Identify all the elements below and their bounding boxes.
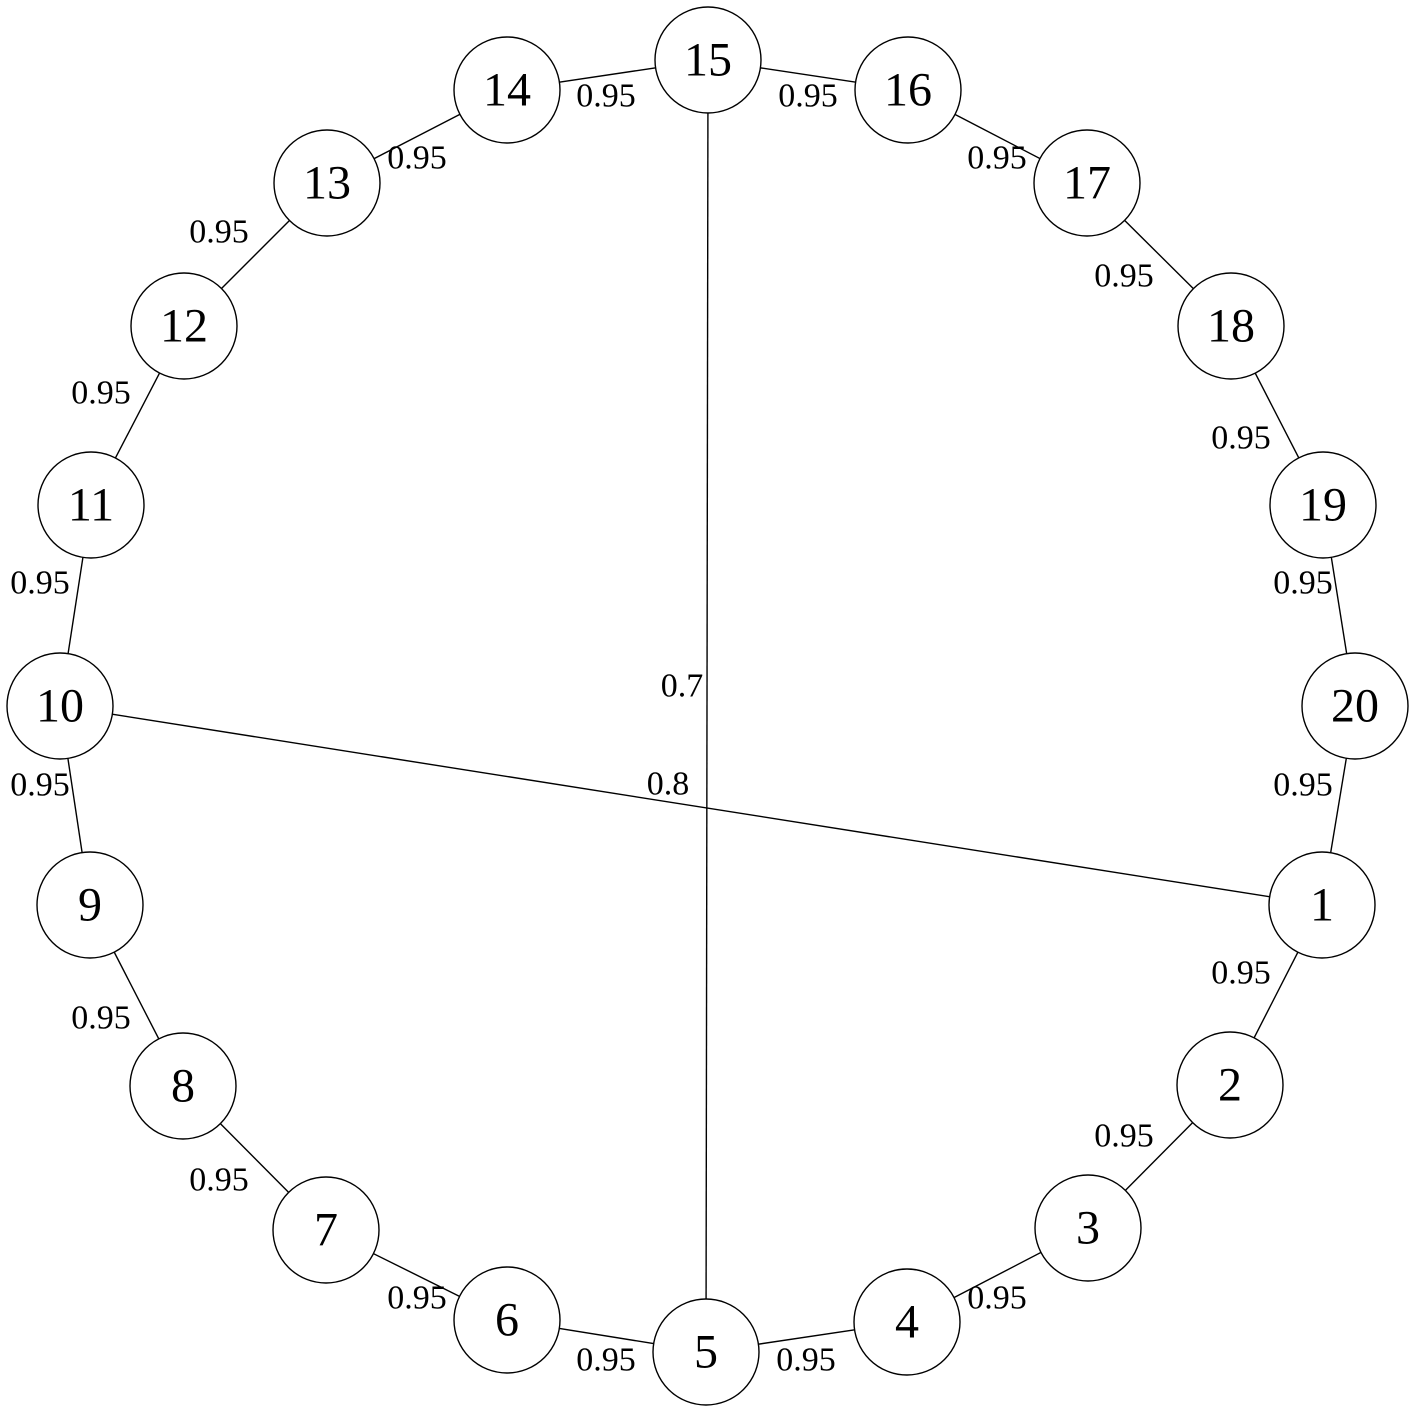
edge-weight-label-17-18: 0.95 bbox=[1094, 258, 1154, 295]
node-circle-2 bbox=[1176, 1031, 1284, 1139]
edge-10-1 bbox=[59, 705, 1323, 906]
edge-weight-label-7-8: 0.95 bbox=[189, 1162, 249, 1199]
node-circle-13 bbox=[273, 129, 381, 237]
node-circle-10 bbox=[6, 652, 114, 760]
edge-weight-label-10-11: 0.95 bbox=[10, 565, 70, 602]
node-14: 14 bbox=[453, 36, 561, 144]
node-label-20: 20 bbox=[1331, 680, 1379, 733]
edge-weight-label-5-6: 0.95 bbox=[576, 1342, 636, 1379]
edge-label-layer: 0.95 0.95 0.95 0.95 0.95 0.95 0.95 0.95 0.95 0.95… bbox=[10, 78, 1333, 1379]
edge-weight-label-6-7: 0.95 bbox=[387, 1280, 447, 1317]
node-circle-12 bbox=[130, 272, 238, 380]
edge-15-5 bbox=[705, 59, 709, 1353]
node-circle-9 bbox=[36, 851, 144, 959]
node-circle-14 bbox=[453, 36, 561, 144]
node-label-1: 1 bbox=[1310, 879, 1334, 932]
node-circle-7 bbox=[272, 1176, 380, 1284]
edge-weight-label-18-19: 0.95 bbox=[1211, 420, 1271, 457]
node-18: 18 bbox=[1177, 272, 1285, 380]
edge-weight-label-13-14: 0.95 bbox=[387, 140, 447, 177]
node-label-3: 3 bbox=[1076, 1202, 1100, 1255]
node-label-4: 4 bbox=[895, 1296, 919, 1349]
edge-weight-label-20-1: 0.95 bbox=[1273, 767, 1333, 804]
node-label-14: 14 bbox=[483, 64, 531, 117]
node-16: 16 bbox=[854, 36, 962, 144]
node-label-2: 2 bbox=[1218, 1059, 1242, 1112]
node-circle-6 bbox=[453, 1266, 561, 1374]
node-label-5: 5 bbox=[694, 1326, 718, 1379]
node-15: 15 bbox=[654, 6, 762, 114]
edge-weight-label-3-4: 0.95 bbox=[967, 1280, 1027, 1317]
node-label-18: 18 bbox=[1207, 300, 1255, 353]
node-12: 12 bbox=[130, 272, 238, 380]
node-17: 17 bbox=[1033, 129, 1141, 237]
edge-layer bbox=[59, 59, 1356, 1353]
node-label-10: 10 bbox=[36, 680, 84, 733]
node-circle-3 bbox=[1034, 1174, 1142, 1282]
node-label-6: 6 bbox=[495, 1294, 519, 1347]
node-circle-17 bbox=[1033, 129, 1141, 237]
edge-weight-label-1-2: 0.95 bbox=[1211, 955, 1271, 992]
node-label-17: 17 bbox=[1063, 157, 1111, 210]
node-19: 19 bbox=[1269, 451, 1377, 559]
edge-weight-label-12-13: 0.95 bbox=[189, 214, 249, 251]
node-1: 1 bbox=[1268, 851, 1376, 959]
edge-weight-label-11-12: 0.95 bbox=[71, 375, 131, 412]
node-label-13: 13 bbox=[303, 157, 351, 210]
node-circle-8 bbox=[129, 1032, 237, 1140]
edge-weight-label-9-10: 0.95 bbox=[10, 767, 70, 804]
node-3: 3 bbox=[1034, 1174, 1142, 1282]
node-circle-19 bbox=[1269, 451, 1377, 559]
node-7: 7 bbox=[272, 1176, 380, 1284]
node-circle-16 bbox=[854, 36, 962, 144]
node-13: 13 bbox=[273, 129, 381, 237]
node-label-8: 8 bbox=[171, 1060, 195, 1113]
node-circle-1 bbox=[1268, 851, 1376, 959]
edge-weight-label-8-9: 0.95 bbox=[71, 1000, 131, 1037]
node-4: 4 bbox=[853, 1268, 961, 1376]
node-9: 9 bbox=[36, 851, 144, 959]
edge-weight-label-2-3: 0.95 bbox=[1094, 1118, 1154, 1155]
node-11: 11 bbox=[37, 451, 145, 559]
edge-weight-label-15-5: 0.7 bbox=[661, 668, 704, 705]
node-5: 5 bbox=[652, 1298, 760, 1406]
node-2: 2 bbox=[1176, 1031, 1284, 1139]
node-10: 10 bbox=[6, 652, 114, 760]
node-8: 8 bbox=[129, 1032, 237, 1140]
node-label-19: 19 bbox=[1299, 479, 1347, 532]
node-6: 6 bbox=[453, 1266, 561, 1374]
edge-weight-label-15-16: 0.95 bbox=[778, 78, 838, 115]
node-label-12: 12 bbox=[160, 300, 208, 353]
edge-weight-label-19-20: 0.95 bbox=[1273, 565, 1333, 602]
node-label-11: 11 bbox=[68, 479, 114, 532]
node-circle-5 bbox=[652, 1298, 760, 1406]
node-circle-18 bbox=[1177, 272, 1285, 380]
node-20: 20 bbox=[1301, 652, 1409, 760]
node-circle-20 bbox=[1301, 652, 1409, 760]
node-circle-11 bbox=[37, 451, 145, 559]
node-label-15: 15 bbox=[684, 34, 732, 87]
node-circle-15 bbox=[654, 6, 762, 114]
edge-weight-label-10-1: 0.8 bbox=[647, 766, 690, 803]
node-label-7: 7 bbox=[314, 1204, 338, 1257]
edge-weight-label-14-15: 0.95 bbox=[576, 78, 636, 115]
node-label-16: 16 bbox=[884, 64, 932, 117]
edge-weight-label-4-5: 0.95 bbox=[776, 1342, 836, 1379]
node-circle-4 bbox=[853, 1268, 961, 1376]
edge-weight-label-16-17: 0.95 bbox=[967, 140, 1027, 177]
node-label-9: 9 bbox=[78, 879, 102, 932]
